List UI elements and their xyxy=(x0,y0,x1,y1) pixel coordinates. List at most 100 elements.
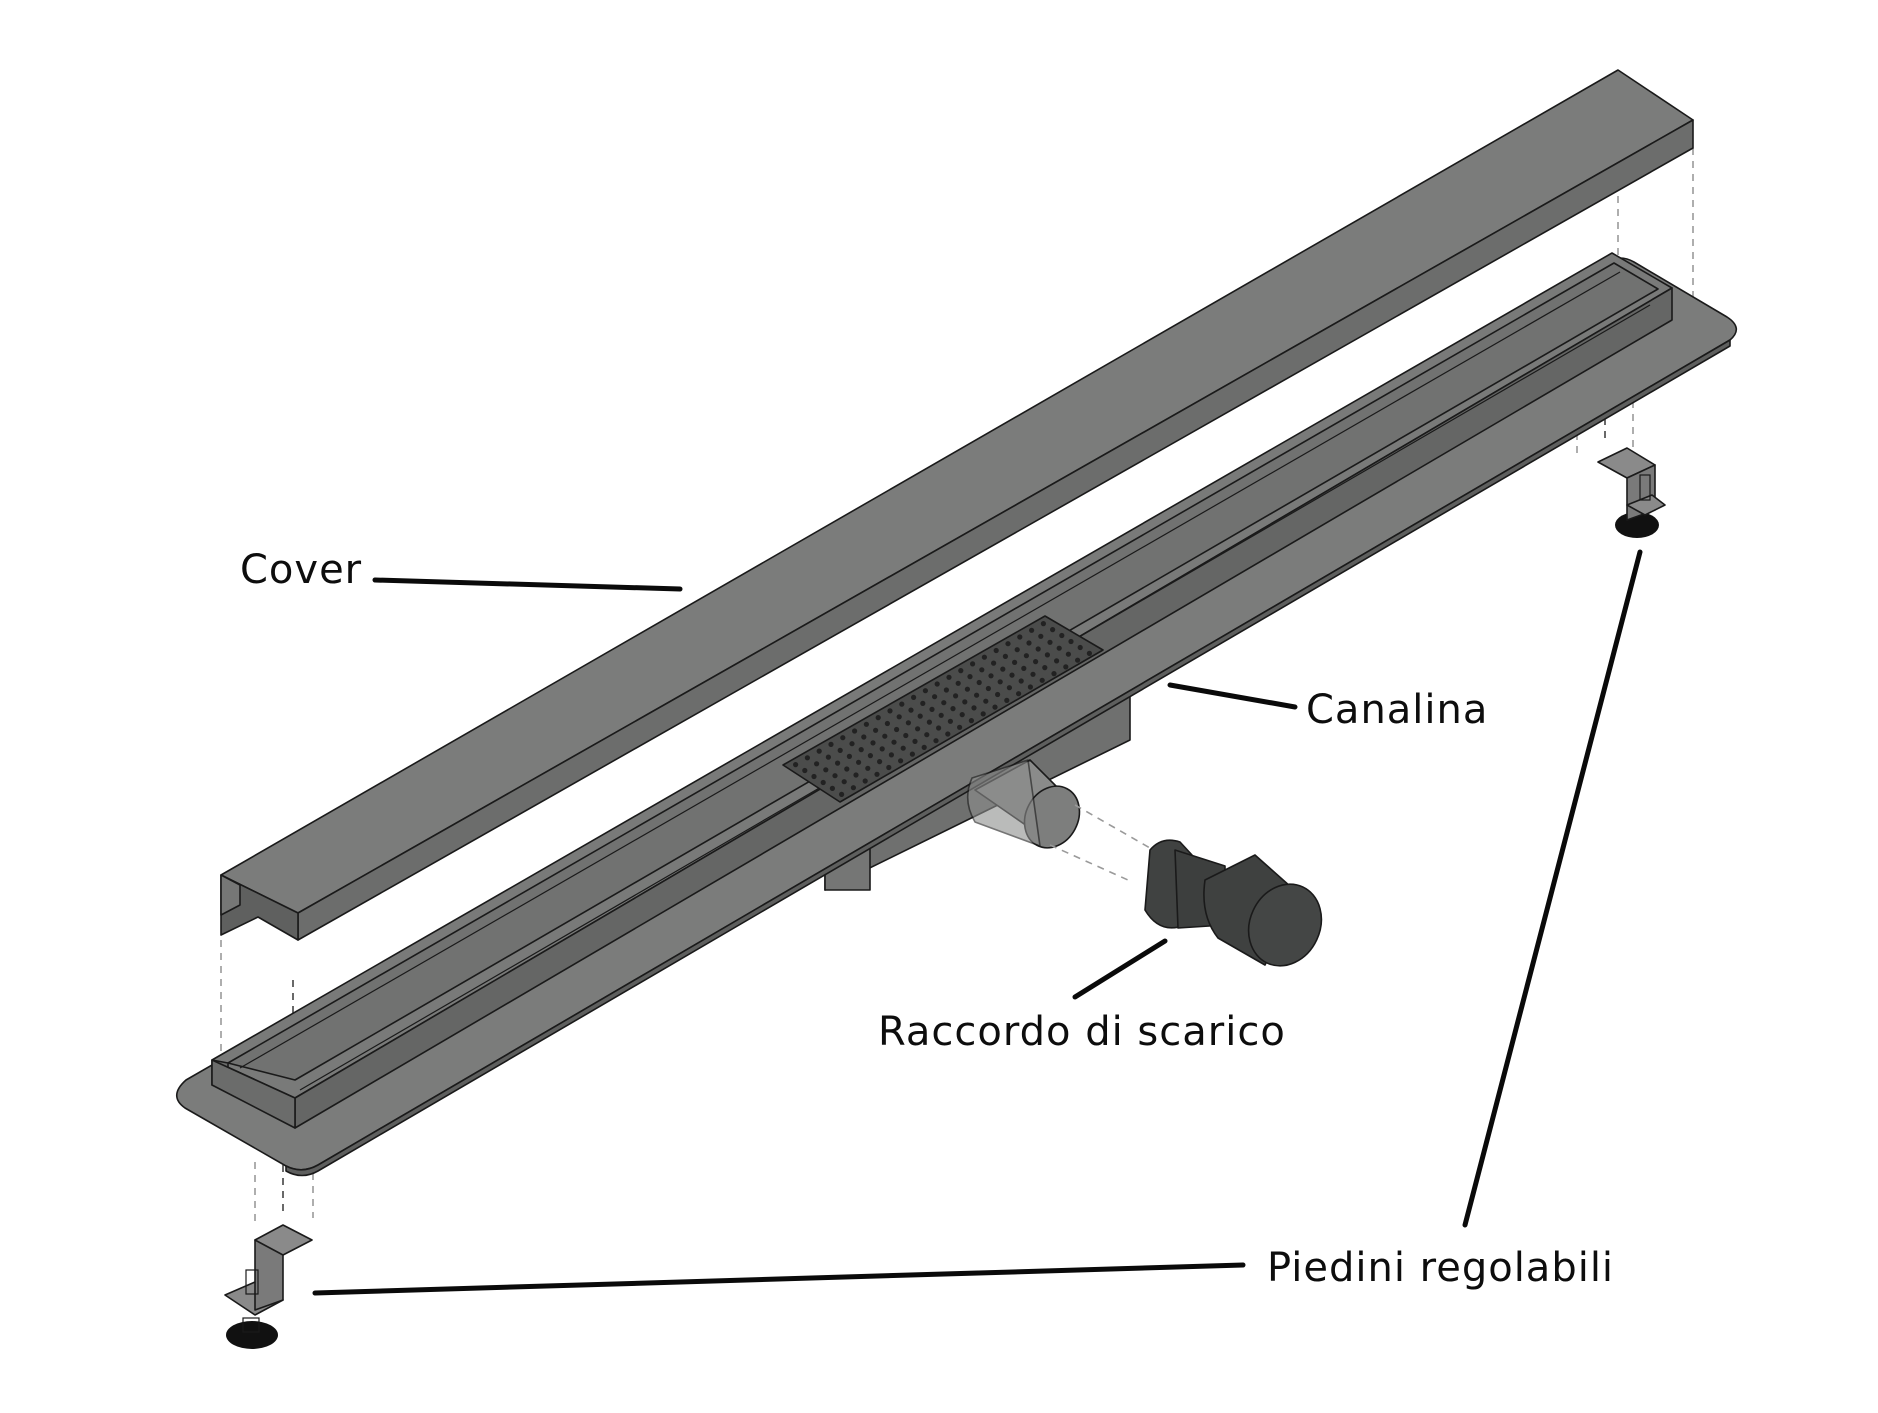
grate-hole xyxy=(950,706,956,712)
grate-hole xyxy=(846,753,853,760)
grate-hole xyxy=(811,773,817,780)
leader-line-foot-left xyxy=(312,1262,1246,1296)
grate-hole xyxy=(905,720,912,726)
grate-hole xyxy=(955,680,961,686)
grate-hole xyxy=(1039,677,1045,683)
label-channel: Canalina xyxy=(1306,687,1489,733)
cover-end-lip xyxy=(220,874,241,916)
grate-hole xyxy=(953,693,959,699)
grate-hole xyxy=(832,773,838,779)
grate-hole xyxy=(879,746,885,752)
grate-hole xyxy=(814,761,820,767)
grate-hole xyxy=(828,741,834,748)
foot-right-pad xyxy=(1615,512,1659,538)
grate-hole xyxy=(924,732,930,738)
grate-hole xyxy=(891,739,897,745)
grate-hole xyxy=(888,752,895,758)
grate-hole xyxy=(837,747,843,754)
alignment-line-pipe-b xyxy=(1049,844,1129,881)
grate-hole xyxy=(903,732,909,739)
fitting-end-cap xyxy=(1247,883,1323,967)
drain-fitting-part xyxy=(1144,839,1323,967)
grate-hole xyxy=(899,701,905,707)
channel-inner-line-1 xyxy=(239,271,1621,1069)
grate-hole xyxy=(959,712,965,718)
grate-hole xyxy=(980,711,986,717)
grate-hole xyxy=(875,715,881,721)
label-cover: Cover xyxy=(240,547,363,593)
grate-hole xyxy=(921,744,927,751)
grate-hole xyxy=(874,771,880,777)
label-adjustable-feet: Piedini regolabili xyxy=(1267,1245,1615,1291)
grate-hole xyxy=(938,712,944,718)
foot-right-base-plate xyxy=(1626,494,1666,516)
grate-hole xyxy=(825,754,832,760)
leader-line-foot-right xyxy=(1462,549,1643,1228)
foot-left-top-plate xyxy=(254,1224,313,1256)
grate-hole xyxy=(976,679,982,686)
grate-hole xyxy=(993,647,999,654)
grate-hole xyxy=(862,778,868,784)
grate-hole xyxy=(991,660,997,666)
grate-hole xyxy=(1004,697,1010,704)
grate-hole xyxy=(849,741,855,747)
grate-hole xyxy=(1040,621,1046,627)
grate-hole xyxy=(816,748,822,754)
channel-trough-end-wall xyxy=(211,1059,296,1129)
grate-hole xyxy=(1023,653,1029,659)
grate-hole xyxy=(835,760,841,766)
grate-hole xyxy=(1016,691,1022,697)
grate-hole xyxy=(852,728,858,734)
grate-hole xyxy=(884,720,891,727)
grate-hole xyxy=(839,791,845,798)
grate-hole xyxy=(943,687,950,693)
grate-hole xyxy=(873,727,879,733)
leader-line-cover xyxy=(372,577,683,592)
grate-hole xyxy=(1018,678,1024,684)
grate-hole xyxy=(1026,640,1032,646)
grate-hole xyxy=(1086,650,1092,657)
grate-hole xyxy=(1035,646,1041,652)
grate-hole xyxy=(1033,659,1039,665)
grate-hole xyxy=(941,700,947,706)
grate-hole xyxy=(870,740,876,746)
grate-hole xyxy=(909,751,916,757)
grate-hole xyxy=(1054,658,1060,664)
grate-hole xyxy=(997,679,1003,685)
grate-hole xyxy=(957,724,963,730)
grate-hole xyxy=(856,759,862,765)
grate-hole xyxy=(908,707,914,713)
grate-hole xyxy=(1030,671,1036,677)
grate-hole xyxy=(1006,685,1013,691)
grate-hole xyxy=(983,698,989,704)
grate-hole xyxy=(915,726,921,732)
grate-hole xyxy=(912,738,918,745)
channel-flange-edge xyxy=(285,339,1731,1177)
grate-hole xyxy=(1065,651,1071,657)
grate-hole xyxy=(896,714,902,720)
channel-grate xyxy=(782,615,1104,803)
grate-hole xyxy=(979,667,985,673)
grate-hole xyxy=(968,718,975,724)
grate-hole xyxy=(1005,641,1011,647)
grate-hole xyxy=(844,766,850,772)
grate-hole xyxy=(863,721,870,727)
foot-right-bolt xyxy=(1639,474,1651,501)
grate-hole xyxy=(985,685,992,692)
grate-hole xyxy=(1050,627,1056,633)
grate-hole xyxy=(894,726,900,733)
grate-hole xyxy=(981,654,988,660)
grate-hole xyxy=(1042,665,1048,671)
leader-lines xyxy=(312,549,1643,1296)
grate-hole xyxy=(1068,638,1074,645)
grate-hole xyxy=(804,755,811,761)
foot-left xyxy=(224,1224,313,1349)
grate-hole xyxy=(962,699,968,705)
grate-hole xyxy=(887,708,893,714)
grate-hole xyxy=(932,694,938,700)
grate-hole xyxy=(964,686,971,692)
grate-hole xyxy=(877,759,883,765)
grate-hole xyxy=(793,762,799,768)
grate-hole xyxy=(1000,666,1006,672)
